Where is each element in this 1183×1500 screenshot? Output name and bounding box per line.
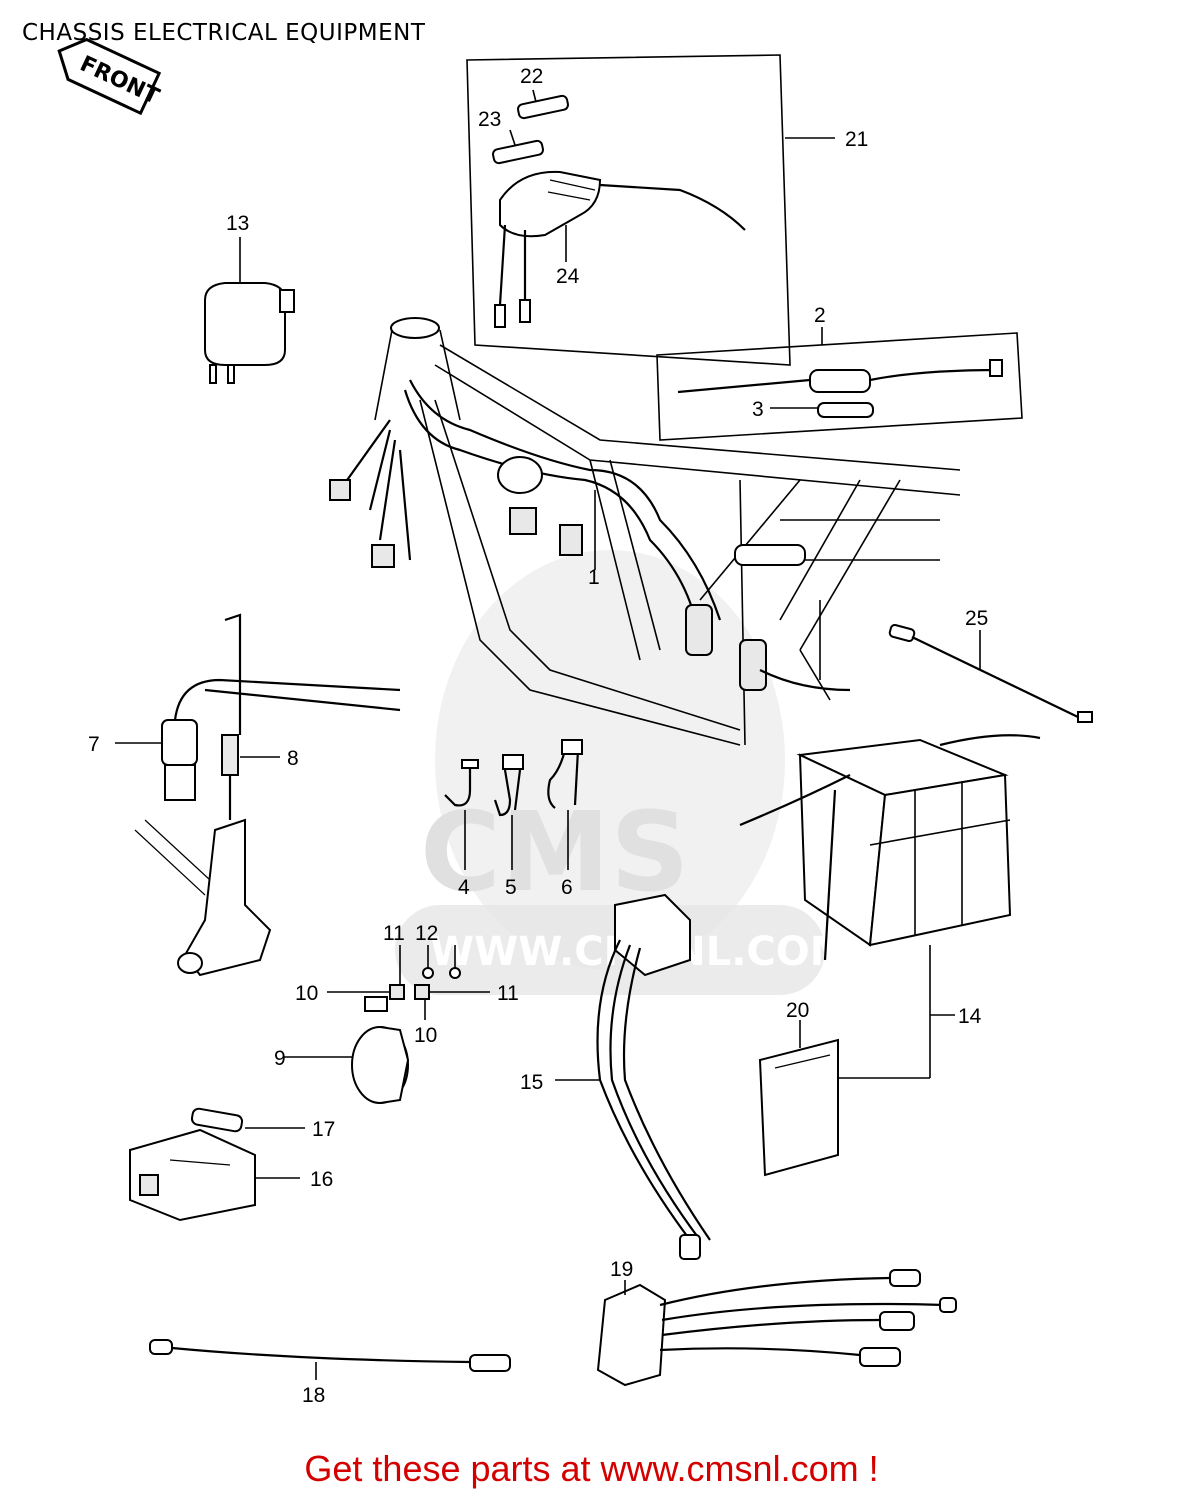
callout-25: 25 (965, 607, 988, 630)
part-9-horn (283, 996, 410, 1104)
part-8-spring (221, 613, 280, 820)
callout-23: 23 (478, 108, 501, 131)
part-15-connector-leads (555, 893, 711, 1260)
part-19-regulator (596, 1269, 957, 1387)
callout-6: 6 (561, 876, 573, 899)
callout-24: 24 (556, 265, 580, 288)
callout-8: 8 (287, 747, 299, 770)
part-21-fuse-holder-box (466, 54, 835, 366)
front-arrow-tag: FRONT (57, 37, 163, 116)
brake-pedal (134, 818, 272, 977)
part-1-wiring-harness-frame (329, 317, 961, 746)
callout-9: 9 (274, 1047, 286, 1070)
callout-18: 18 (302, 1384, 325, 1407)
part-14-battery (739, 734, 1041, 1079)
part-2-main-fuse-box (656, 327, 1023, 441)
callout-3: 3 (752, 398, 764, 421)
callout-labels: 1 2 3 4 5 6 7 8 9 10 10 11 11 12 13 14 1… (88, 65, 988, 1407)
callout-12: 12 (415, 922, 438, 945)
callout-15: 15 (520, 1071, 543, 1094)
callout-22: 22 (520, 65, 543, 88)
part-7-brake-switch (115, 678, 401, 801)
part-25-lead (888, 623, 1093, 723)
callout-10-right: 10 (414, 1024, 437, 1047)
footer-link-text[interactable]: Get these parts at www.cmsnl.com ! (304, 1448, 879, 1489)
callout-19: 19 (610, 1258, 633, 1281)
callout-4: 4 (458, 876, 470, 899)
part-18-lead (149, 1339, 511, 1380)
callout-5: 5 (505, 876, 517, 899)
part-17-fuse (190, 1107, 305, 1133)
part-4-clamp (444, 759, 479, 870)
callout-10-left: 10 (295, 982, 318, 1005)
parts-10-11-12-fasteners (327, 945, 490, 1020)
callout-11-right: 11 (497, 982, 519, 1005)
callout-14: 14 (958, 1005, 982, 1028)
part-16-fuse-box (129, 1128, 300, 1222)
callout-7: 7 (88, 733, 100, 756)
part-20-card (758, 1020, 839, 1177)
callout-17: 17 (312, 1118, 335, 1141)
part-13-relay (204, 237, 295, 384)
callout-2: 2 (814, 304, 826, 327)
callout-16: 16 (310, 1168, 333, 1191)
callout-1: 1 (588, 566, 600, 589)
callout-21: 21 (845, 128, 868, 151)
callout-20: 20 (786, 999, 809, 1022)
part-5-clamp (493, 754, 524, 870)
callout-13: 13 (226, 212, 249, 235)
part-6-clamp (547, 739, 583, 870)
callout-11-top: 11 (383, 922, 405, 945)
parts-diagram: CMS WWW.CMSNL.COM FRONT (57, 37, 1093, 1407)
